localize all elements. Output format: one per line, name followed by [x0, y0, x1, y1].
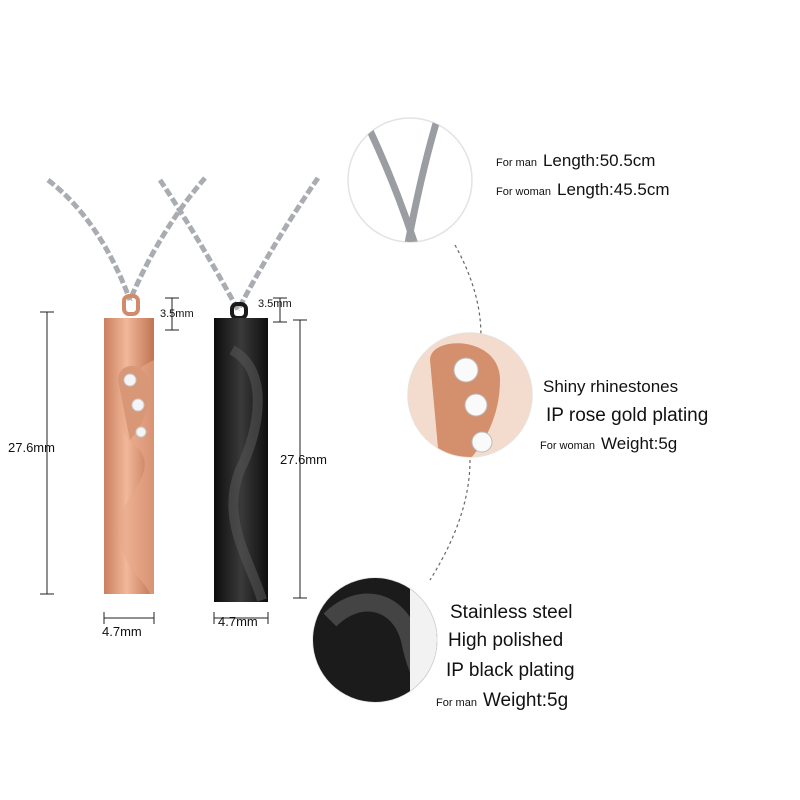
chain-length-man: For man Length:50.5cm [496, 151, 655, 171]
rhinestone-detail-circle [407, 332, 533, 458]
black-feature-2: High polished [448, 630, 564, 651]
woman-tag: For woman [496, 186, 552, 198]
length-label-rose: 27.6mm [8, 440, 55, 455]
rose-feature-1: Shiny rhinestones [543, 377, 679, 396]
loop-height-label-rose: 3.5mm [160, 308, 194, 320]
chain-length-woman: For woman Length:45.5cm [496, 180, 670, 200]
rose-gold-pendant [104, 318, 154, 594]
length-label-black: 27.6mm [280, 452, 327, 467]
width-label-black: 4.7mm [218, 614, 258, 629]
black-feature-3: IP black plating [446, 660, 575, 681]
man-length-value: Length:50.5cm [542, 151, 656, 170]
black-weight-value: Weight:5g [482, 690, 569, 711]
rose-weight: For woman Weight:5g [540, 434, 677, 454]
black-pendant [214, 318, 268, 602]
woman-length-value: Length:45.5cm [557, 180, 670, 199]
black-detail-circle [312, 577, 438, 703]
black-weight: For man Weight:5g [436, 690, 568, 712]
black-feature-1: Stainless steel [450, 602, 573, 623]
black-weight-tag: For man [436, 697, 477, 709]
rose-weight-tag: For woman [540, 440, 596, 452]
chain-left [46, 176, 207, 301]
man-tag: For man [496, 157, 537, 169]
chain-detail-circle [347, 117, 473, 243]
rose-weight-value: Weight:5g [601, 434, 678, 453]
width-label-rose: 4.7mm [102, 624, 142, 639]
loop-height-label-black: 3.5mm [258, 298, 292, 310]
chain-right [157, 176, 321, 312]
rose-feature-2: IP rose gold plating [546, 405, 709, 426]
